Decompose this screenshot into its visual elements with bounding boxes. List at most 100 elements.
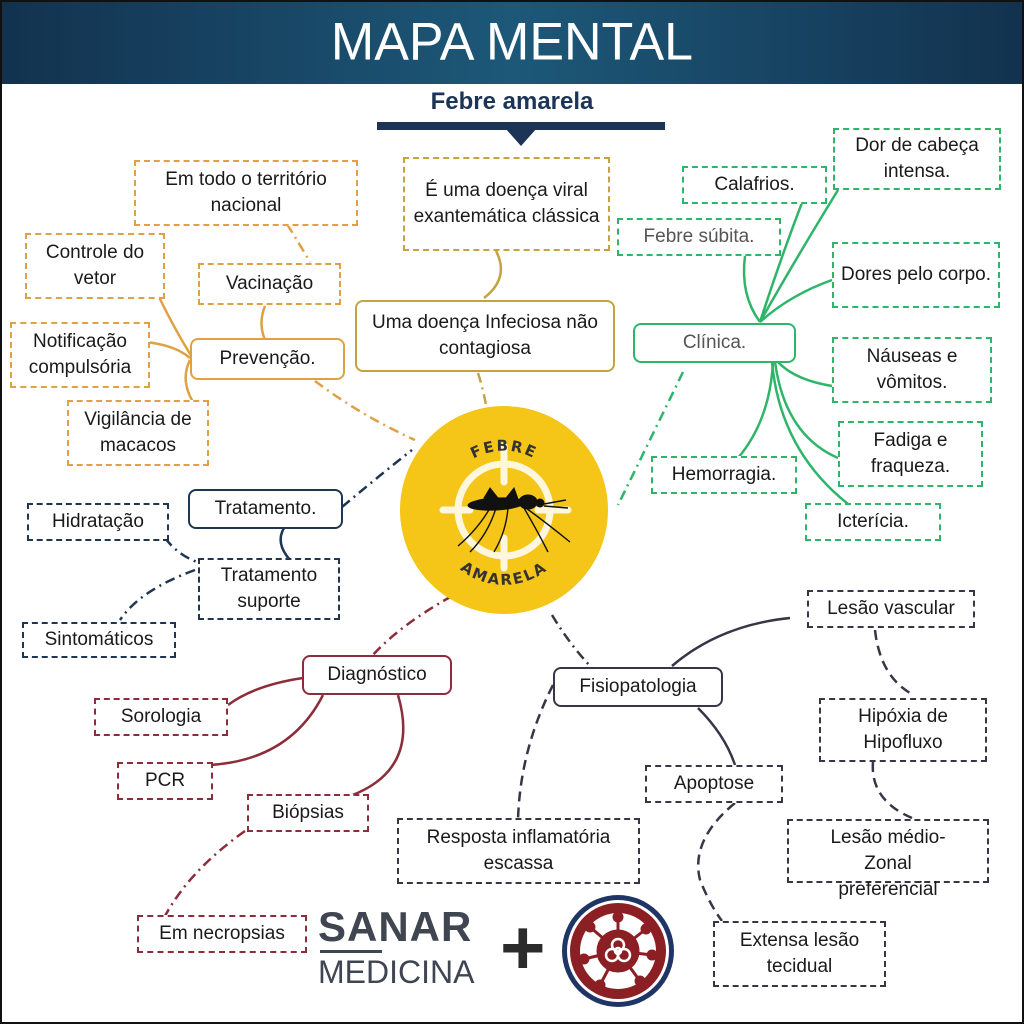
node-label: Icterícia.	[837, 511, 909, 532]
node-label: Clínica.	[682, 332, 747, 353]
link-clin-hemorragia	[737, 361, 775, 459]
node-diagnostico: Diagnóstico	[302, 655, 452, 695]
node-label: Diagnóstico	[327, 664, 427, 685]
node-label: Sintomáticos	[44, 629, 154, 650]
link-lesao-hipoxia	[873, 629, 911, 695]
node-clinica: Clínica.	[633, 323, 796, 363]
node-label: Sorologia	[120, 706, 202, 727]
node-hemorragia: Hemorragia.	[651, 456, 797, 494]
subtitle-arrow-icon	[505, 128, 537, 146]
node-controle-vetor: Controle do vetor	[25, 233, 165, 299]
link-clin-ictericia	[770, 361, 849, 505]
link-definicao-child	[483, 250, 503, 299]
node-label: Lesão médio-Zonal preferencial	[830, 827, 946, 900]
node-label: Dores pelo corpo.	[841, 264, 991, 285]
sanar-logo-divider	[320, 950, 382, 953]
node-label: Em necropsias	[159, 923, 285, 944]
node-nauseas: Náuseas e vômitos.	[832, 337, 992, 403]
link-apoptose-extensa	[696, 802, 736, 922]
link-clin-fadiga	[773, 361, 839, 460]
link-diag-sorologia	[227, 676, 304, 707]
node-tratamento-suporte: Tratamento suporte	[198, 558, 340, 620]
link-hipoxia-medio	[871, 761, 913, 820]
node-resposta-inflamatoria: Resposta inflamatória escassa	[397, 818, 640, 884]
node-calafrios: Calafrios.	[682, 166, 827, 204]
biohazard-icon	[604, 937, 632, 963]
node-medio-zonal: Lesão médio-Zonal preferencial	[787, 819, 989, 900]
node-dores-corpo: Dores pelo corpo.	[832, 242, 1000, 308]
center-logo: FEBRE AMARELA	[400, 406, 608, 614]
node-territorio-nacional: Em todo o território nacional	[134, 160, 358, 226]
node-label: Fisiopatologia	[579, 676, 697, 697]
node-label: É uma doença viral exantemática clássica	[413, 180, 600, 227]
link-prev-vacinacao	[260, 305, 267, 341]
center-circle	[400, 406, 608, 614]
node-dor-cabeca: Dor de cabeça intensa.	[833, 128, 1001, 190]
node-label: Náuseas e vômitos.	[866, 346, 958, 393]
link-prev-controle	[156, 294, 194, 358]
node-label: Extensa lesão tecidual	[739, 930, 860, 977]
header-banner: MAPA MENTAL	[0, 0, 1024, 84]
node-label: Hipóxia de Hipofluxo	[858, 706, 948, 753]
node-label: Tratamento suporte	[220, 565, 318, 612]
node-necropsias: Em necropsias	[137, 915, 307, 953]
subtitle-underline	[377, 122, 665, 130]
node-hipoxia: Hipóxia de Hipofluxo	[819, 698, 987, 762]
link-fisio-apoptose	[697, 707, 737, 766]
node-extensa-lesao: Extensa lesão tecidual	[713, 921, 886, 987]
node-prevencao: Prevenção.	[190, 338, 345, 380]
node-label: Calafrios.	[714, 174, 795, 195]
link-vacinacao-territorio	[285, 223, 312, 263]
link-fisio-lesao	[671, 616, 791, 667]
node-label: Biópsias	[272, 802, 344, 823]
link-center-clinica	[616, 371, 685, 506]
map-subtitle: Febre amarela	[430, 88, 594, 115]
sanar-medicina-logo: SANAR MEDICINA	[318, 903, 478, 990]
link-prev-vigilancia	[184, 359, 195, 403]
plus-icon: +	[500, 903, 546, 991]
node-apoptose: Apoptose	[645, 765, 783, 803]
node-label: Apoptose	[673, 773, 755, 794]
node-label: Em todo o território nacional	[165, 169, 327, 216]
node-definicao-viral: É uma doença viral exantemática clássica	[403, 157, 610, 251]
sanar-logo-bottom: MEDICINA	[318, 954, 475, 990]
node-label: Notificação compulsória	[28, 331, 132, 378]
node-hidratacao: Hidratação	[27, 503, 169, 541]
link-suporte-hidratacao	[164, 537, 198, 564]
node-label: Controle do vetor	[45, 242, 145, 289]
node-label: Hemorragia.	[671, 464, 777, 485]
sanar-logo-top: SANAR	[318, 903, 473, 950]
node-label: Prevenção.	[219, 348, 316, 369]
link-center-prevencao	[314, 380, 416, 442]
node-label: Vigilância de macacos	[84, 409, 192, 456]
node-label: Fadiga e fraqueza.	[870, 430, 951, 477]
node-febre-subita: Febre súbita.	[617, 218, 781, 256]
link-center-diagnostico	[371, 594, 453, 657]
biohazard-badge-icon	[562, 895, 674, 1007]
node-sorologia: Sorologia	[94, 698, 228, 736]
page-title: MAPA MENTAL	[330, 12, 694, 72]
node-label: Vacinação	[225, 273, 314, 294]
node-label: Uma doença Infeciosa não contagiosa	[371, 312, 599, 359]
node-fisiopatologia: Fisiopatologia	[553, 667, 723, 707]
node-sintomaticos: Sintomáticos	[22, 622, 176, 658]
target-icon	[439, 442, 572, 572]
link-center-definicao	[476, 372, 490, 419]
link-clin-calafrios	[758, 199, 805, 323]
node-notificacao: Notificação compulsória	[10, 322, 150, 388]
link-clin-dor	[758, 189, 840, 323]
node-label: Lesão vascular	[827, 598, 955, 619]
node-vigilancia: Vigilância de macacos	[67, 400, 209, 466]
node-label: PCR	[144, 770, 186, 791]
node-label: Hidratação	[52, 511, 144, 532]
link-clin-dores	[759, 278, 833, 323]
mosquito-icon	[457, 486, 571, 553]
link-diag-pcr	[209, 694, 325, 767]
node-label: Febre súbita.	[643, 226, 755, 247]
link-clin-nauseas	[777, 361, 833, 388]
node-doenca-infecciosa: Uma doença Infeciosa não contagiosa	[355, 300, 615, 372]
link-suporte-sintomaticos	[118, 568, 196, 621]
node-biopsias: Biópsias	[247, 794, 369, 832]
link-fisio-resposta	[516, 684, 555, 821]
